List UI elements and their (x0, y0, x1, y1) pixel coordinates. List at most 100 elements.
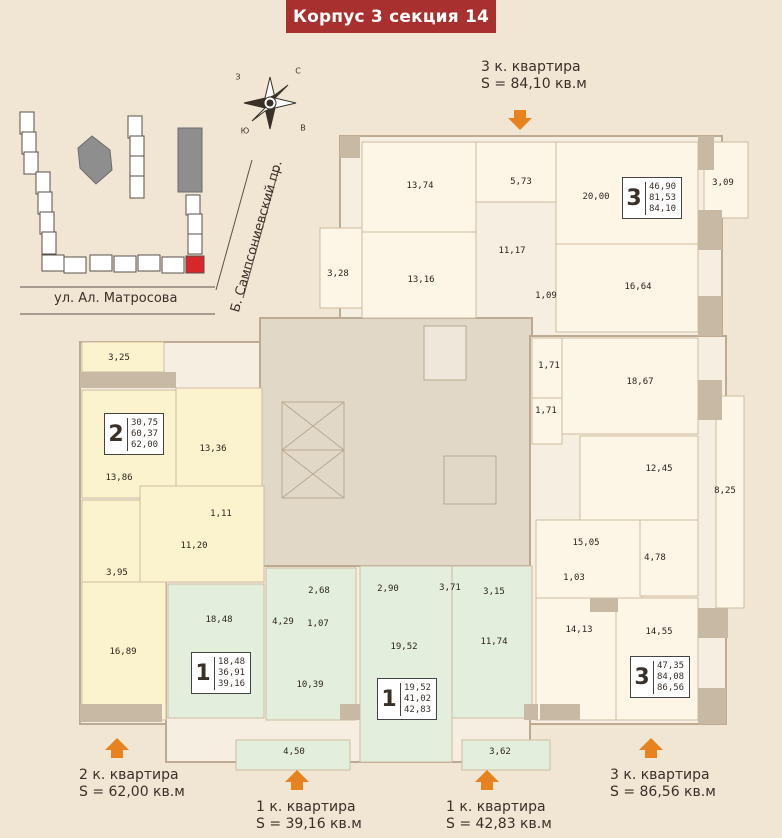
compass-icon (243, 76, 297, 130)
caption-top-area: S = 84,10 кв.м (481, 76, 587, 92)
area-full: 39,16 (218, 678, 246, 689)
apartment-areas: 19,52 41,02 42,83 (400, 682, 432, 716)
room-area: 3,71 (439, 583, 461, 593)
room-area: 4,50 (283, 747, 305, 757)
room-area: 14,13 (565, 625, 593, 635)
room-area: 11,17 (498, 246, 526, 256)
room-area: 10,39 (296, 680, 324, 690)
room-area: 19,52 (390, 642, 418, 652)
area-full: 86,56 (657, 682, 685, 693)
orange-arrow-icons (105, 110, 663, 790)
caption-type: 1 к. квартира (446, 799, 546, 815)
room-area: 4,29 (272, 617, 294, 627)
room-area: 3,25 (108, 353, 130, 363)
caption-type: 2 к. квартира (79, 767, 179, 783)
area-living: 19,52 (404, 682, 432, 693)
room-area: 18,48 (205, 615, 233, 625)
apartment-areas: 30,75 60,37 62,00 (127, 417, 159, 451)
room-area: 1,71 (535, 406, 557, 416)
arrow-bottom-mid2-icon (475, 770, 499, 790)
area-living: 18,48 (218, 656, 246, 667)
room-area: 13,74 (406, 181, 434, 191)
room-area: 14,55 (645, 627, 673, 637)
apartment-rooms: 1 (381, 686, 397, 712)
apartment-areas: 18,48 36,91 39,16 (214, 656, 246, 690)
room-area: 13,16 (407, 275, 435, 285)
caption-area: S = 42,83 кв.м (446, 816, 552, 832)
area-full: 62,00 (131, 439, 159, 450)
caption-type: 1 к. квартира (256, 799, 356, 815)
caption-area: S = 86,56 кв.м (610, 784, 716, 800)
arrow-bottom-right-icon (639, 738, 663, 758)
apartment-rooms: 3 (634, 664, 650, 690)
site-highlight-section (185, 255, 205, 274)
caption-area: S = 62,00 кв.м (79, 784, 185, 800)
arrow-bottom-left-icon (105, 738, 129, 758)
apartment-rooms: 3 (626, 185, 642, 211)
room-area: 3,15 (483, 587, 505, 597)
room-area: 3,28 (327, 269, 349, 279)
room-area: 16,64 (624, 282, 652, 292)
apartment-areas: 47,35 84,08 86,56 (653, 660, 685, 694)
compass-east-label: В (300, 123, 306, 133)
room-area: 11,74 (480, 637, 508, 647)
caption-top: 3 к. квартира S = 84,10 кв.м (481, 59, 587, 93)
room-area: 13,36 (199, 444, 227, 454)
area-living: 46,90 (649, 181, 677, 192)
page-title: Корпус 3 секция 14 (286, 0, 496, 33)
apartment-badge[interactable]: 3 46,90 81,53 84,10 (622, 177, 682, 219)
room-area: 18,67 (626, 377, 654, 387)
area-living: 30,75 (131, 417, 159, 428)
caption-bottom-mid1: 1 к. квартира S = 39,16 кв.м (256, 799, 362, 833)
room-area: 4,78 (644, 553, 666, 563)
area-total: 60,37 (131, 428, 159, 439)
caption-top-type: 3 к. квартира (481, 59, 581, 75)
room-area: 1,07 (307, 619, 329, 629)
arrow-top-icon (508, 110, 532, 130)
compass-south-label: Ю (240, 126, 250, 136)
apartment-rooms: 2 (108, 421, 124, 447)
room-area: 3,95 (106, 568, 128, 578)
room-area: 15,05 (572, 538, 600, 548)
caption-area: S = 39,16 кв.м (256, 816, 362, 832)
site-grey-building-2 (77, 135, 113, 185)
caption-type: 3 к. квартира (610, 767, 710, 783)
site-building-outline (19, 111, 203, 274)
site-grey-building (177, 127, 203, 193)
apartment-areas: 46,90 81,53 84,10 (645, 181, 677, 215)
area-total: 41,02 (404, 693, 432, 704)
street-label-bottom: ул. Ал. Матросова (54, 291, 178, 306)
room-area: 2,90 (377, 584, 399, 594)
apartment-badge[interactable]: 1 19,52 41,02 42,83 (377, 678, 437, 720)
room-area: 11,20 (180, 541, 208, 551)
apartment-left (81, 341, 265, 721)
room-area: 20,00 (582, 192, 610, 202)
room-area: 1,09 (535, 291, 557, 301)
room-area: 3,09 (712, 178, 734, 188)
area-full: 42,83 (404, 704, 432, 715)
room-area: 3,62 (489, 747, 511, 757)
room-area: 12,45 (645, 464, 673, 474)
stair-lift-core (281, 325, 497, 505)
area-total: 84,08 (657, 671, 685, 682)
room-area: 2,68 (308, 586, 330, 596)
apartment-badge[interactable]: 1 18,48 36,91 39,16 (191, 652, 251, 694)
room-area: 16,89 (109, 647, 137, 657)
apartment-right-lower (531, 337, 745, 721)
room-area: 1,03 (563, 573, 585, 583)
compass-north-label: С (295, 66, 301, 76)
caption-bottom-left: 2 к. квартира S = 62,00 кв.м (79, 767, 185, 801)
apartment-bottom-green (167, 565, 551, 771)
apartment-badge[interactable]: 3 47,35 84,08 86,56 (630, 656, 690, 698)
caption-bottom-right: 3 к. квартира S = 86,56 кв.м (610, 767, 716, 801)
arrow-bottom-mid1-icon (285, 770, 309, 790)
apartment-badge[interactable]: 2 30,75 60,37 62,00 (104, 413, 164, 455)
site-plan (19, 111, 280, 315)
room-area: 5,73 (510, 177, 532, 187)
wall-pillars (80, 136, 728, 724)
area-living: 47,35 (657, 660, 685, 671)
room-area: 1,11 (210, 509, 232, 519)
apartment-rooms: 1 (195, 660, 211, 686)
area-total: 81,53 (649, 192, 677, 203)
